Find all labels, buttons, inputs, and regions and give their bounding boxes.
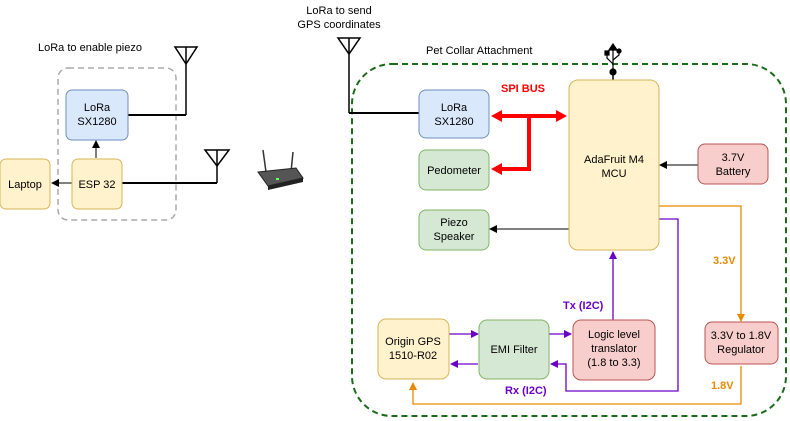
- pedometer-label: Pedometer: [427, 165, 481, 177]
- gps-block: [377, 318, 450, 380]
- lora-enable-piezo-label: LoRa to enable piezo: [38, 42, 142, 54]
- lora-right-label-2: SX1280: [434, 116, 473, 128]
- pet-collar-boundary: [351, 63, 787, 417]
- antenna-icon: [173, 46, 199, 115]
- translator-label-2: translator: [591, 343, 637, 355]
- lora-left-label-2: SX1280: [77, 116, 116, 128]
- antenna-icon: [203, 149, 231, 183]
- pet-collar-label: Pet Collar Attachment: [426, 45, 532, 57]
- mcu-3v3-to-regulator-line: [659, 205, 745, 322]
- battery-block: [697, 143, 769, 185]
- 1v8-label: 1.8V: [711, 380, 734, 392]
- gps-label-2: 1510-R02: [389, 350, 437, 362]
- translator-label-3: (1.8 to 3.3): [587, 357, 640, 369]
- mcu-block: [568, 79, 660, 251]
- lora-right-block: [418, 89, 490, 139]
- mcu-to-emi-rx-line: [550, 218, 679, 392]
- lora-right-label-1: LoRa: [441, 102, 468, 114]
- piezo-label-1: Piezo: [440, 217, 468, 229]
- piezo-speaker-block: [418, 209, 490, 251]
- piezo-label-2: Speaker: [434, 231, 475, 243]
- regulator-label-2: Regulator: [717, 344, 765, 356]
- battery-label-2: Battery: [716, 166, 751, 178]
- lora-send-label-line2: GPS coordinates: [297, 19, 381, 31]
- lora-send-label-line1: LoRa to send: [306, 5, 371, 17]
- spi-bus: [491, 110, 567, 175]
- esp32-block: [71, 158, 123, 210]
- regulator-label-1: 3.3V to 1.8V: [711, 330, 772, 342]
- mcu-label-2: MCU: [601, 168, 626, 180]
- laptop-label: Laptop: [8, 179, 42, 191]
- emi-filter-label: EMI Filter: [490, 344, 537, 356]
- laptop-block: [0, 158, 51, 210]
- base-station-group: [57, 67, 177, 221]
- regulator-1v8-to-gps-line: [409, 366, 742, 405]
- logic-translator-block: [572, 319, 656, 381]
- emi-filter-block: [478, 319, 550, 380]
- battery-label-1: 3.7V: [722, 152, 745, 164]
- usb-icon: [604, 42, 622, 76]
- pedometer-block: [418, 149, 490, 191]
- regulator-block: [704, 321, 779, 365]
- 3v3-label: 3.3V: [713, 255, 736, 267]
- lora-left-label-1: LoRa: [84, 102, 111, 114]
- translator-label-1: Logic level: [588, 329, 640, 341]
- mcu-label-1: AdaFruit M4: [584, 154, 644, 166]
- lora-left-block: [65, 89, 129, 141]
- antenna-icon: [336, 37, 362, 113]
- tx-i2c-label: Tx (I2C): [563, 300, 604, 312]
- esp32-label: ESP 32: [78, 179, 115, 191]
- wifi-router-icon: [257, 149, 304, 190]
- spi-bus-label: SPI BUS: [501, 83, 545, 95]
- rx-i2c-label: Rx (I2C): [505, 385, 547, 397]
- gps-label-1: Origin GPS: [385, 336, 441, 348]
